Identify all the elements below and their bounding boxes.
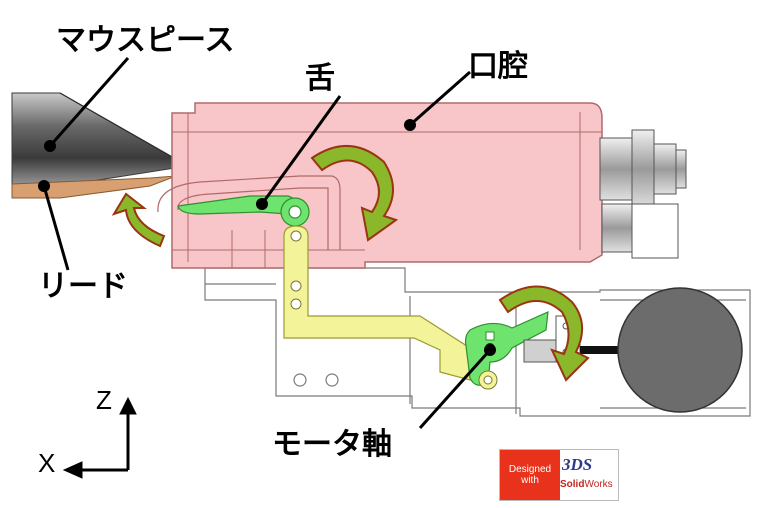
solidworks-logo: Designed with 3DS SolidWorks xyxy=(499,449,619,501)
weight-rod xyxy=(580,346,626,354)
logo-brand: SolidWorks xyxy=(560,480,613,490)
axis-indicator xyxy=(62,396,137,479)
air-fitting xyxy=(599,129,687,259)
leader-dots xyxy=(38,119,496,356)
label-motor-shaft: モータ軸 xyxy=(272,427,392,462)
label-mouthpiece: マウスピース xyxy=(56,23,235,58)
mouthpiece xyxy=(11,92,190,187)
motor-crank xyxy=(464,311,549,386)
rotation-arrow-oral xyxy=(310,145,399,242)
logo-3ds-mark: 3DS xyxy=(562,455,593,474)
axis-label-x: X xyxy=(38,448,56,478)
logo-brand-regular: Works xyxy=(584,479,613,490)
rotation-arrow-motor xyxy=(498,285,590,382)
reed xyxy=(11,175,177,199)
logo-designed: Designed xyxy=(508,464,552,475)
logo-with: with xyxy=(521,475,539,486)
label-reed: リード xyxy=(38,269,128,304)
label-tongue: 舌 xyxy=(305,61,335,96)
axis-label-z: Z xyxy=(96,385,112,415)
leader-lines xyxy=(42,57,492,430)
label-oral-cavity: 口腔 xyxy=(468,49,528,84)
logo-red-panel: Designed with xyxy=(500,450,560,500)
counter-weight xyxy=(617,287,743,413)
logo-brand-bold: Solid xyxy=(560,479,585,490)
rotation-arrow-mouthpiece xyxy=(111,192,166,248)
